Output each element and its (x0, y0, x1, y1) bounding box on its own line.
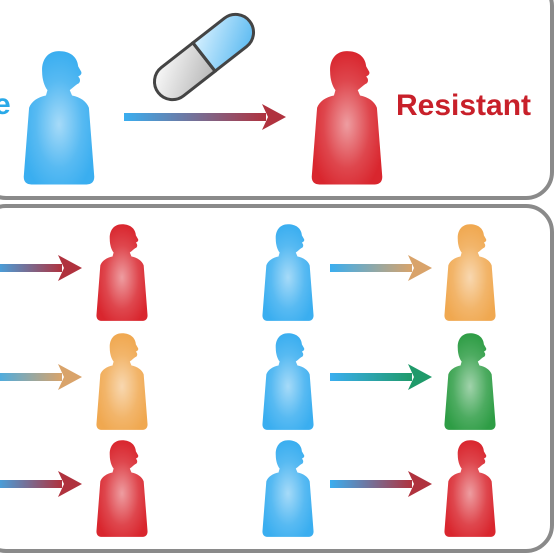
right-source-person (262, 333, 314, 430)
left-arrow (0, 364, 82, 390)
right-source-person (262, 224, 314, 321)
pill-icon (153, 12, 255, 102)
right-arrow (330, 364, 432, 390)
right-outcome-person (444, 224, 496, 321)
resistant-label: Resistant (396, 89, 531, 122)
right-arrow (330, 255, 432, 281)
right-source-person (262, 440, 314, 537)
left-outcome-person (96, 333, 148, 430)
right-outcome-person (444, 440, 496, 537)
top-arrow-shape (124, 104, 286, 130)
left-arrow (0, 255, 82, 281)
right-outcome-person (444, 333, 496, 430)
left-label-fragment: e (0, 88, 11, 121)
top-right-person (311, 51, 383, 185)
left-outcome-person (96, 440, 148, 537)
right-arrow (330, 471, 432, 497)
bottom-panel (0, 204, 554, 553)
outcome-rows (0, 224, 496, 537)
top-panel (0, 0, 554, 200)
left-outcome-person (96, 224, 148, 321)
left-arrow (0, 471, 82, 497)
top-left-person (23, 51, 95, 185)
treatment-arrow (124, 104, 286, 130)
